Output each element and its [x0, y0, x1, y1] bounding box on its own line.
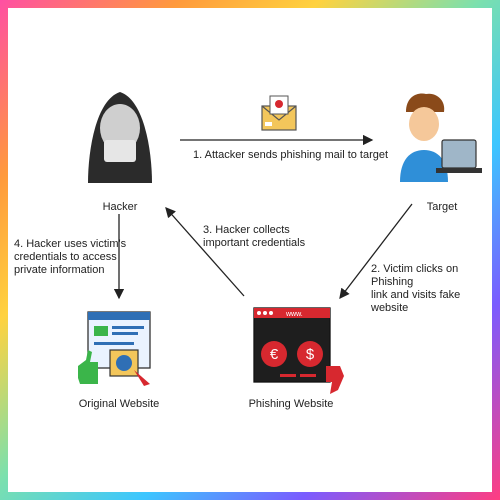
phishing-url-text: www. — [285, 311, 303, 318]
target-label: Target — [426, 201, 458, 213]
step-1-label: 1. Attacker sends phishing mail to targe… — [193, 149, 389, 161]
step-3-line-2: important credentials — [203, 237, 306, 249]
step-4-label: 4. Hacker uses victim's credentials to a… — [14, 238, 134, 277]
euro-symbol: € — [270, 346, 279, 363]
arrow-target-to-phishing — [339, 203, 413, 300]
original-website-icon — [78, 311, 151, 386]
step-3-label: 3. Hacker collects important credentials — [203, 224, 323, 250]
step-4-line-3: private information — [14, 264, 105, 276]
dollar-symbol: $ — [306, 346, 315, 363]
phishing-website-icon: www. € $ — [253, 307, 344, 394]
diagram-canvas — [8, 8, 492, 492]
target-user-icon — [400, 93, 482, 182]
step-4-line-1: 4. Hacker uses victim's — [14, 238, 127, 250]
phishing-mail-icon — [261, 95, 297, 131]
step-4-line-2: credentials to access — [14, 251, 117, 263]
step-2-line-1: 2. Victim clicks on Phishing — [371, 263, 459, 288]
arrow-phishing-to-hacker — [165, 207, 245, 297]
step-3-line-1: 3. Hacker collects — [203, 224, 290, 236]
original-website-label: Original Website — [78, 398, 160, 410]
hacker-label: Hacker — [102, 201, 138, 213]
step-2-label: 2. Victim clicks on Phishing link and vi… — [371, 263, 496, 315]
step-2-line-2: link and visits fake website — [371, 289, 461, 314]
hacker-icon — [88, 92, 152, 183]
phishing-website-label: Phishing Website — [248, 398, 334, 410]
